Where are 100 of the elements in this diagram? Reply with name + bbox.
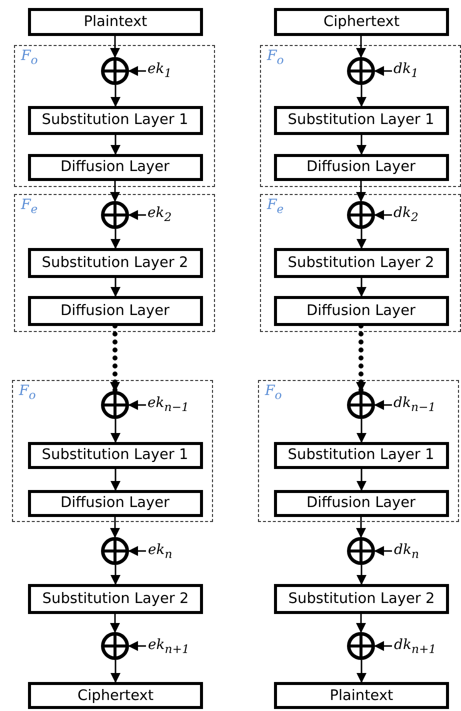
arrow	[110, 229, 120, 249]
box-label: Substitution Layer 1	[288, 112, 434, 128]
box-label: Substitution Layer 1	[42, 112, 188, 128]
box-label: Ciphertext	[323, 14, 400, 30]
arrow	[128, 66, 146, 76]
arrow	[356, 565, 366, 585]
box-label: Diffusion Layer	[306, 159, 416, 175]
box-label: Ciphertext	[77, 688, 154, 704]
box-label: Substitution Layer 1	[288, 447, 434, 463]
box-label: Substitution Layer 2	[42, 591, 189, 607]
xor-symbol	[100, 56, 128, 84]
group-label: F$_{o}$	[19, 383, 36, 402]
process-box	[274, 584, 449, 614]
box-label: Plaintext	[84, 14, 148, 30]
process-box	[28, 296, 202, 326]
process-box	[274, 682, 449, 709]
key-label: dk$_{2}$	[394, 205, 418, 224]
xor-symbol	[101, 537, 129, 565]
key-label: ek$_{n}$	[148, 542, 172, 560]
arrow	[110, 660, 120, 683]
process-box	[274, 490, 448, 516]
arrow	[110, 565, 120, 585]
box-label: Substitution Layer 2	[288, 254, 434, 270]
box-label: Diffusion Layer	[60, 495, 170, 511]
arrow	[356, 469, 366, 491]
box-label: Diffusion Layer	[306, 302, 416, 318]
arrow	[128, 400, 146, 410]
arrow	[374, 400, 392, 410]
box-label: Substitution Layer 1	[42, 447, 188, 463]
xor-symbol	[100, 390, 128, 418]
arrow	[374, 641, 392, 651]
process-box	[274, 296, 448, 326]
key-label: dk$_{n−1}$	[394, 395, 436, 414]
arrow	[356, 135, 366, 155]
box-label: Plaintext	[330, 688, 394, 704]
arrow	[374, 210, 392, 220]
process-box	[28, 682, 203, 709]
arrow	[356, 36, 366, 58]
arrow	[128, 210, 146, 220]
group-label: F$_{e}$	[21, 197, 38, 216]
process-box	[28, 248, 202, 278]
arrow	[110, 278, 120, 297]
arrow	[110, 419, 120, 443]
xor-symbol	[346, 56, 374, 84]
arrow	[110, 469, 120, 491]
xor-symbol	[346, 200, 374, 228]
group-label: F$_{o}$	[265, 383, 282, 402]
process-box	[274, 154, 448, 180]
process-box	[274, 106, 448, 134]
arrow	[128, 546, 146, 556]
arrow	[110, 324, 120, 394]
arrow	[110, 517, 120, 538]
dashed-group-frame	[260, 45, 461, 187]
key-label: dk$_{n+1}$	[394, 636, 436, 656]
box-label: Diffusion Layer	[306, 495, 416, 511]
xor-symbol	[346, 390, 374, 418]
arrow	[356, 278, 366, 297]
group-label: F$_{o}$	[21, 48, 38, 67]
key-label: ek$_{n+1}$	[148, 636, 190, 656]
arrow	[110, 135, 120, 155]
key-label: ek$_{2}$	[148, 205, 172, 224]
process-box	[28, 154, 202, 180]
arrow	[374, 66, 392, 76]
process-box	[274, 248, 448, 278]
xor-symbol	[347, 632, 375, 660]
arrow	[110, 36, 120, 58]
arrow	[356, 85, 366, 107]
arrow	[356, 181, 366, 202]
dashed-group-frame	[260, 194, 461, 332]
group-label: F$_{o}$	[267, 48, 284, 67]
process-box	[28, 584, 203, 614]
arrow	[356, 517, 366, 538]
box-label: Diffusion Layer	[60, 302, 170, 318]
box-label: Substitution Layer 2	[42, 254, 188, 270]
arrow	[110, 614, 120, 633]
box-label: Diffusion Layer	[60, 159, 170, 175]
process-box	[28, 106, 202, 134]
arrow	[110, 85, 120, 107]
box-label: Substitution Layer 2	[288, 591, 435, 607]
process-box	[28, 8, 203, 36]
process-box	[28, 490, 202, 516]
key-label: ek$_{n−1}$	[148, 395, 189, 414]
group-label: F$_{e}$	[267, 197, 284, 216]
xor-symbol	[347, 537, 375, 565]
arrow	[374, 546, 392, 556]
arrow	[356, 419, 366, 443]
arrow	[128, 641, 146, 651]
dashed-group-frame	[258, 380, 459, 522]
key-label: dk$_{1}$	[394, 61, 418, 80]
arrow	[356, 229, 366, 249]
key-label: dk$_{n}$	[394, 542, 419, 560]
process-box	[274, 442, 448, 468]
key-label: ek$_{1}$	[148, 61, 172, 80]
xor-symbol	[100, 200, 128, 228]
dashed-group-frame	[12, 380, 213, 522]
arrow	[356, 614, 366, 633]
arrow	[110, 181, 120, 202]
arrow	[356, 324, 366, 394]
arrow	[356, 660, 366, 683]
process-box	[28, 442, 202, 468]
